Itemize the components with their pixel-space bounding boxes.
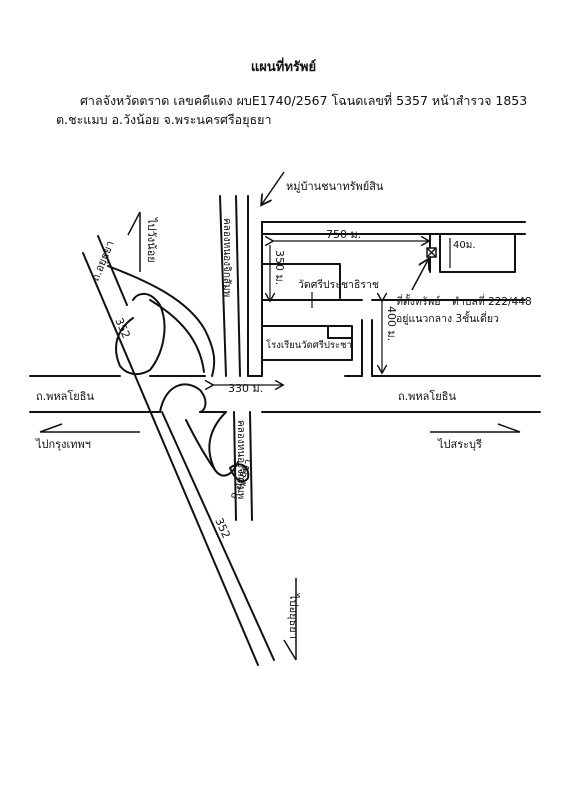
highway-label-upper: ถ.อยุธยา xyxy=(89,239,117,283)
school-inner xyxy=(327,325,353,339)
distance-330: 330 ม. xyxy=(228,382,263,395)
interchange-ramp-lower-2 xyxy=(185,419,216,471)
location-line: ต.ชะแมบ อ.วังน้อย จ.พระนครศรีอยุธยา xyxy=(56,112,272,127)
school-label: โรงเรียนวัดศรีประชา xyxy=(266,339,352,351)
main-road-label-right: ถ.พหลโยธิน xyxy=(398,389,456,403)
canal-south-right xyxy=(249,411,253,521)
wat-label: วัดศรีประชาธิราช xyxy=(298,278,379,291)
property-marker-icon xyxy=(426,247,437,258)
distance-750: 750 ม. xyxy=(326,228,361,241)
highway-352-left-edge xyxy=(82,252,259,666)
canal-label-north: คลองหนองจิกสัมพ xyxy=(221,218,232,297)
arrow-to-property-icon xyxy=(411,260,428,291)
direction-wangnoi: ไปวังน้อย xyxy=(145,217,158,263)
direction-bangkok: ไปกรุงเทพฯ xyxy=(35,438,91,451)
property-note: อยู่แนวกลาง 3ชั้นเดี่ยว xyxy=(396,311,499,325)
interchange-ramp-upper xyxy=(107,265,216,377)
canal-south-left xyxy=(233,411,237,521)
property-block xyxy=(439,233,516,273)
interchange-loop-lower xyxy=(159,383,207,413)
arrow-to-saraburi-icon xyxy=(430,423,521,433)
canal-north-left xyxy=(219,195,227,377)
highway-352-right-edge xyxy=(97,235,275,661)
interchange-ramp-inner xyxy=(149,299,205,373)
wat-block xyxy=(261,263,341,299)
distance-350: 350 ม. xyxy=(273,250,286,285)
distance-40: 40ม. xyxy=(453,240,476,251)
arrow-to-bangkok-icon xyxy=(39,423,140,433)
case-info-line: ศาลจังหวัดตราด เลขคดีแดง ผบE1740/2567 โฉ… xyxy=(80,93,528,108)
direction-ayutthaya: ไปอยุธยา xyxy=(287,593,300,639)
arrow-to-wangnoi-icon xyxy=(127,211,141,272)
property-label: ที่ตั้งทรัพย์ xyxy=(396,294,441,308)
arrow-to-village-icon xyxy=(262,171,285,204)
canal-north-right xyxy=(235,195,241,377)
main-road-label-left: ถ.พหลโยธิน xyxy=(36,389,94,403)
document-title: แผนที่ทรัพย์ xyxy=(250,60,317,75)
arrow-to-ayutthaya-icon xyxy=(283,578,297,661)
canal-label-south: คลองหนองจิกสัมพ xyxy=(235,420,246,499)
direction-saraburi: ไปสระบุรี xyxy=(437,438,482,451)
village-label: หมู่บ้านชนาทรัพย์สิน xyxy=(286,180,384,193)
property-address: ตำบลที่ 222/448 xyxy=(452,294,532,308)
school-block xyxy=(261,325,353,361)
interchange-loop-upper xyxy=(115,292,166,376)
distance-400: 400 ม. xyxy=(385,306,398,341)
